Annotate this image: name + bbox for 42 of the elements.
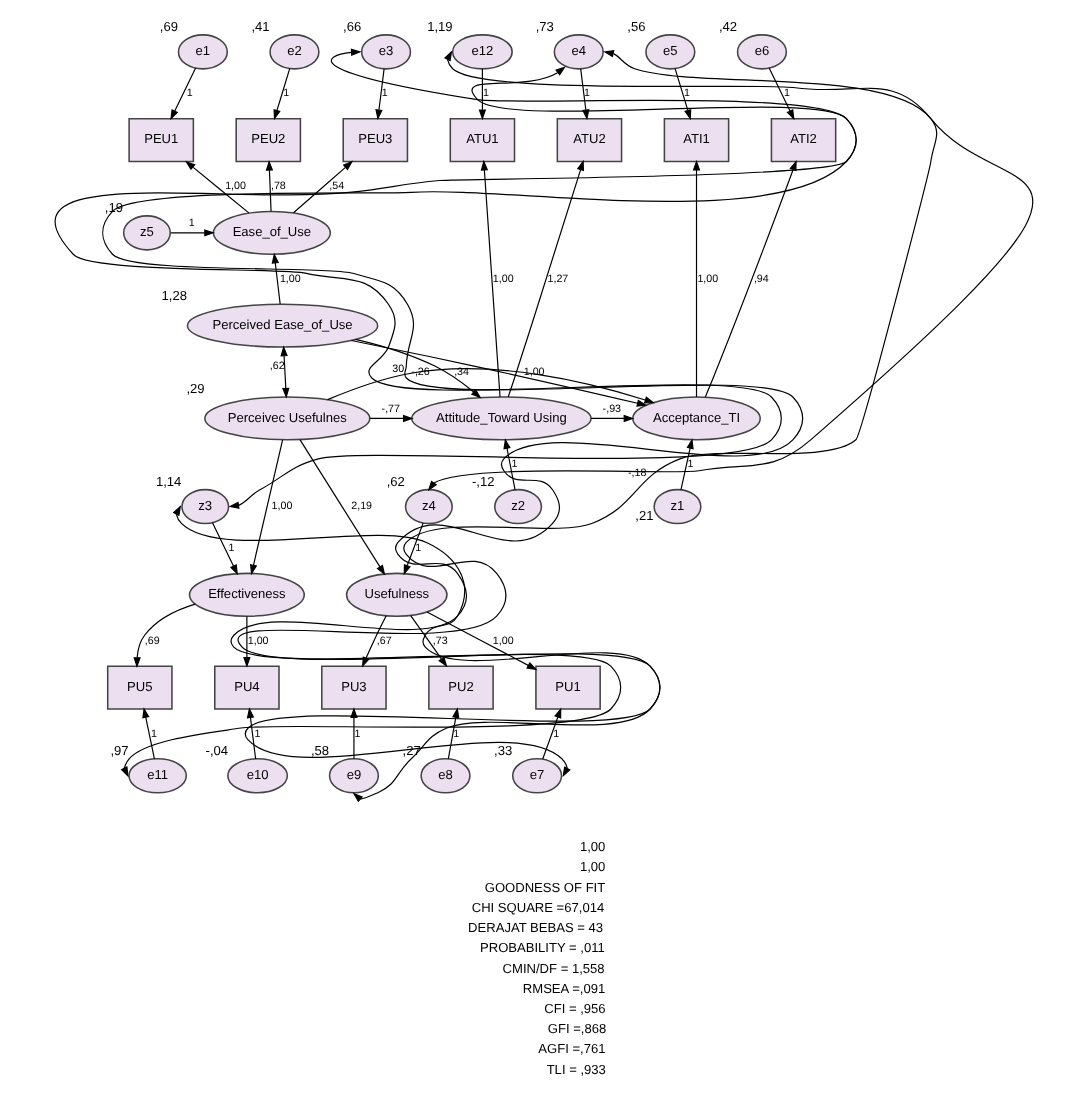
arrow xyxy=(245,707,256,760)
arrow xyxy=(368,414,413,423)
arrow xyxy=(703,159,796,398)
arrow xyxy=(479,159,500,398)
arrow xyxy=(506,159,584,398)
arrow xyxy=(132,603,195,668)
arrow xyxy=(477,68,486,121)
arrow xyxy=(264,160,273,212)
arrow xyxy=(279,345,289,399)
arrow xyxy=(541,707,561,760)
arrow xyxy=(171,505,660,803)
arrow xyxy=(349,339,647,407)
arrow xyxy=(272,67,290,121)
arrow xyxy=(325,368,655,404)
arrow xyxy=(426,50,1033,492)
arrow xyxy=(374,68,384,121)
arrow xyxy=(679,438,693,491)
arrow xyxy=(446,707,459,760)
arrow xyxy=(349,707,357,759)
arrow xyxy=(425,611,537,671)
arrow xyxy=(691,159,700,398)
arrow xyxy=(270,252,280,305)
arrow xyxy=(53,66,856,509)
arrow xyxy=(101,48,856,778)
arrow xyxy=(402,522,423,576)
arrow xyxy=(169,67,196,121)
arrow xyxy=(291,160,353,214)
arrow xyxy=(360,615,386,668)
arrow xyxy=(767,67,794,121)
arrow xyxy=(236,50,937,778)
arrow xyxy=(589,414,634,423)
arrow xyxy=(183,160,249,214)
arrow xyxy=(248,439,283,576)
arrow xyxy=(353,338,481,399)
arrow xyxy=(502,438,515,491)
arrow xyxy=(409,615,447,668)
arrow xyxy=(298,439,385,576)
arrow xyxy=(169,229,214,237)
arrow xyxy=(673,67,691,121)
arrow xyxy=(141,707,154,760)
arrow xyxy=(210,522,237,576)
arrow xyxy=(242,615,250,668)
